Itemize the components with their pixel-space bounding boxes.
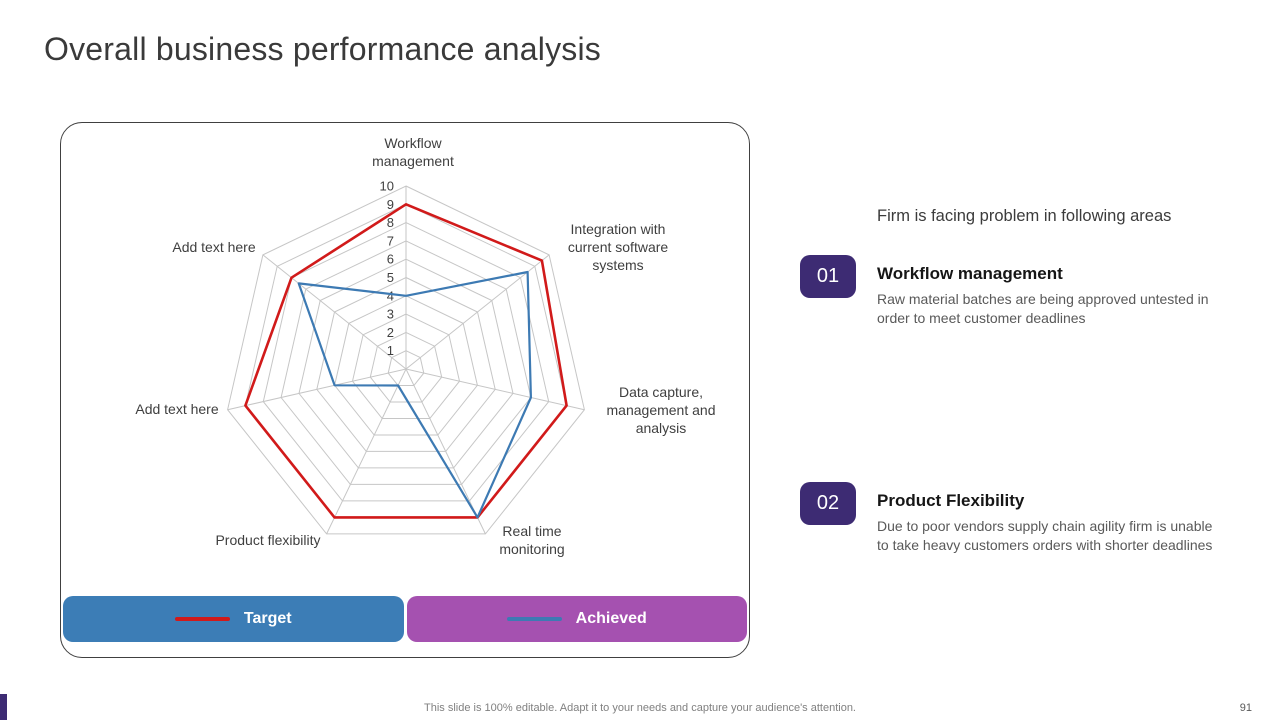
- grid-ring: [316, 276, 496, 452]
- page-number: 91: [1239, 702, 1252, 714]
- tick-label: 7: [387, 233, 394, 248]
- item-1-title: Workflow management: [877, 264, 1063, 283]
- tick-label: 3: [387, 307, 394, 322]
- axis-spoke: [326, 368, 407, 535]
- grid-ring: [387, 350, 425, 386]
- chart-legend: Target Achieved: [63, 596, 747, 642]
- tick-label: 10: [380, 179, 394, 194]
- axis-spoke: [262, 254, 407, 370]
- axis-label: Data capture,: [619, 384, 703, 400]
- achieved-series-line: [297, 270, 532, 519]
- item-2-number-badge: 02: [800, 482, 856, 525]
- item-1-description: Raw material batches are being approved …: [877, 291, 1209, 326]
- legend-target-label: Target: [243, 610, 292, 627]
- grid-ring: [280, 240, 532, 485]
- grid-ring: [334, 295, 478, 436]
- target-line-swatch: [174, 617, 230, 621]
- tick-label: 2: [387, 325, 394, 340]
- item-2-description: Due to poor vendors supply chain agility…: [877, 518, 1213, 553]
- axis-label: management and: [607, 402, 716, 418]
- axis-spoke: [405, 254, 550, 370]
- grid-ring: [227, 185, 585, 535]
- problem-item-1: 01 Workflow management Raw material batc…: [800, 255, 1230, 328]
- axis-label: Add text here: [172, 239, 255, 255]
- tick-label: 6: [387, 252, 394, 267]
- axis-label: monitoring: [499, 541, 564, 557]
- legend-achieved-button[interactable]: Achieved: [406, 596, 747, 642]
- corner-accent: [0, 694, 7, 720]
- tick-label: 5: [387, 270, 394, 285]
- axis-label: Workflow: [384, 135, 442, 151]
- axis-label: current software: [568, 239, 669, 255]
- legend-achieved-label: Achieved: [575, 610, 647, 627]
- axis-label: Add text here: [135, 401, 218, 417]
- legend-target-button[interactable]: Target: [63, 596, 404, 642]
- grid-ring: [351, 313, 461, 419]
- axis-label: systems: [592, 257, 643, 273]
- item-1-number-badge: 01: [800, 255, 856, 298]
- item-2-title: Product Flexibility: [877, 491, 1025, 510]
- tick-label: 1: [387, 343, 394, 358]
- axis-label: Integration with: [571, 221, 666, 237]
- axis-label: Product flexibility: [215, 532, 320, 548]
- tick-label: 9: [387, 197, 394, 212]
- axis-label: Real time: [502, 523, 561, 539]
- grid-ring: [262, 222, 550, 502]
- axis-spoke: [405, 368, 585, 411]
- grid-ring: [369, 331, 443, 403]
- axis-label: management: [372, 153, 454, 169]
- page-title: Overall business performance analysis: [44, 31, 601, 67]
- target-series-line: [244, 203, 568, 519]
- grid-ring: [298, 258, 514, 469]
- right-panel-heading: Firm is facing problem in following area…: [877, 207, 1172, 225]
- tick-label: 4: [387, 288, 394, 303]
- achieved-line-swatch: [506, 617, 562, 621]
- axis-label: analysis: [636, 420, 687, 436]
- axis-spoke: [227, 368, 407, 411]
- problem-item-2: 02 Product Flexibility Due to poor vendo…: [800, 482, 1230, 555]
- footer-note: This slide is 100% editable. Adapt it to…: [424, 702, 856, 714]
- tick-label: 8: [387, 215, 394, 230]
- radar-chart: 1 2 3 4 5 6 7 8 9 10 Workflow managementIntegration…: [135, 135, 716, 557]
